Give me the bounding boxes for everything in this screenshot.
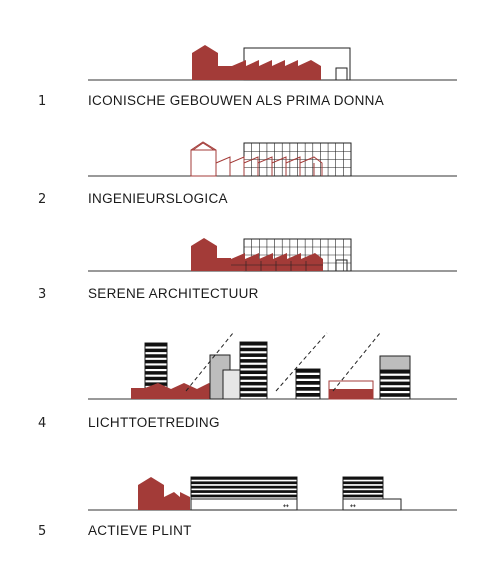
- row-5-block-1: [190, 476, 298, 500]
- arrow-icon-1: ↔: [283, 502, 289, 510]
- row-4-tower-1: [144, 342, 168, 389]
- row-4-tower-2: [239, 341, 268, 400]
- row-2-number: 2: [38, 192, 46, 207]
- row-5-number: 5: [38, 524, 46, 539]
- row-2-drawing: [88, 141, 457, 177]
- row-4-number: 4: [38, 416, 46, 431]
- row-1-number: 1: [38, 94, 46, 109]
- row-3-number: 3: [38, 287, 46, 302]
- row-3-drawing: [88, 238, 457, 272]
- arrow-icon-2: ↔: [350, 502, 356, 510]
- row-4-tower-3: [295, 368, 321, 400]
- row-5-block-2: [342, 476, 384, 500]
- row-2-label: INGENIEURSLOGICA: [88, 191, 228, 206]
- row-4-label: LICHTTOETREDING: [88, 415, 220, 430]
- row-1-label: ICONISCHE GEBOUWEN ALS PRIMA DONNA: [88, 93, 384, 108]
- row-1-drawing: [88, 45, 457, 81]
- row-3-sawtooth-windows: [231, 261, 323, 271]
- row-3-label: SERENE ARCHITECTUUR: [88, 286, 259, 301]
- row-5-drawing: ↔ ↔: [88, 476, 457, 511]
- row-4-tower-4: [379, 369, 411, 400]
- row-2-grid: [244, 143, 351, 176]
- row-4-drawing: [88, 332, 457, 400]
- row-5-label: ACTIEVE PLINT: [88, 523, 192, 538]
